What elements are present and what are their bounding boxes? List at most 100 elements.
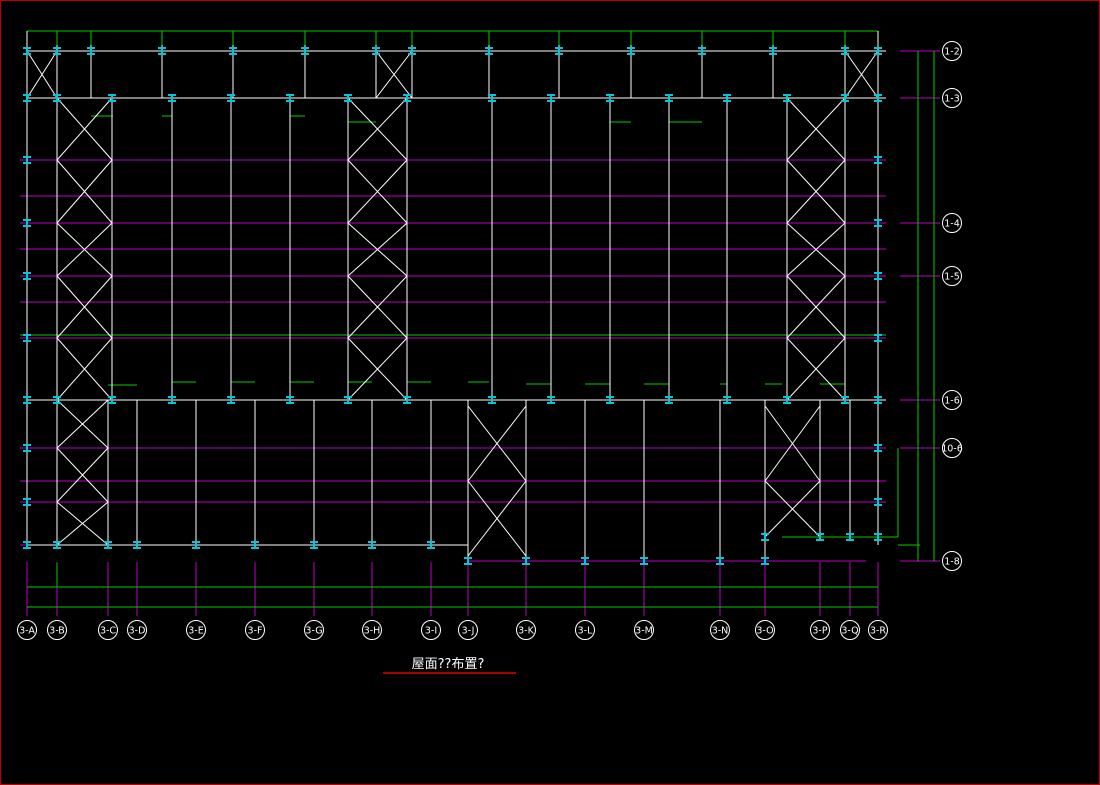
axis-bubble-circle [710,620,730,640]
column-mark [874,498,882,506]
bottom-axis-bubble: 3-Q [840,620,860,640]
axis-label: 3-J [462,626,475,637]
column-mark [23,541,31,549]
axis-bubble-circle [17,620,37,640]
column-mark [251,541,259,549]
column-mark [640,557,648,565]
axis-label: 3-P [812,626,827,637]
column-mark [108,94,116,102]
column-mark [286,396,294,404]
column-mark [874,156,882,164]
column-mark [874,533,882,541]
bracing-diagonal [467,405,527,482]
column-mark [874,444,882,452]
axis-bubble-circle [942,266,962,286]
column-mark [168,94,176,102]
column-mark [158,47,166,55]
axis-bubble-circle [942,438,962,458]
column-mark [403,94,411,102]
column-mark [723,94,731,102]
bracing-diagonal [56,337,113,401]
column-mark [665,94,673,102]
column-mark [723,396,731,404]
column-mark [368,541,376,549]
axis-label: 3-F [248,626,263,637]
axis-bubble-circle [942,390,962,410]
bracing-diagonal [56,97,113,161]
column-mark [816,533,824,541]
axis-label: 3-B [49,626,65,637]
axis-label: 3-M [635,626,653,637]
column-mark [874,94,882,102]
axis-bubble-circle [47,620,67,640]
axis-label: 3-R [870,626,886,637]
column-mark [547,94,555,102]
axis-bubble-circle [755,620,775,640]
axis-label: 3-E [188,626,203,637]
axis-label: 1-6 [944,396,960,407]
bracing-diagonal [786,337,846,401]
column-mark [665,396,673,404]
bracing-diagonal [786,222,846,277]
axis-label: 3-A [19,626,35,637]
bracing-diagonal [347,337,408,401]
bottom-axis-bubble: 3-R [868,620,888,640]
cross-bracing [26,50,879,557]
axis-bubble-circle [516,620,536,640]
right-axis-bubble: 1-3 [942,88,962,108]
column-mark [344,94,352,102]
right-axis-bubble: 1-2 [942,41,962,61]
bottom-axis-bubble: 3-J [458,620,478,640]
right-axis-bubble: 1-5 [942,266,962,286]
bracing-diagonal [56,501,109,546]
bracing-diagonal [764,405,821,482]
column-mark [23,396,31,404]
axis-bubble-circle [840,620,860,640]
bracing-diagonal [56,399,109,449]
axis-bubble-circle [421,620,441,640]
bracing-diagonal [56,222,113,277]
bottom-axis-bubble: 3-G [304,620,324,640]
bracing-diagonal [347,275,408,339]
column-mark [23,156,31,164]
bracing-diagonal [764,480,821,538]
bottom-axis-bubble: 3-I [421,620,441,640]
bracing-diagonal [56,447,109,503]
column-mark [227,94,235,102]
bottom-axis-bubble: 3-D [127,620,147,640]
column-mark [488,94,496,102]
column-mark [53,396,61,404]
bottom-axis-bubble: 3-A [17,620,37,640]
axis-label: 3-H [364,626,381,637]
axis-bubble-circle [304,620,324,640]
axis-label: 3-Q [841,626,858,637]
bracing-diagonal [375,50,413,99]
column-mark [627,47,635,55]
column-mark [485,47,493,55]
bottom-axis-bubble: 3-B [47,620,67,640]
axis-bubble-circle [245,620,265,640]
column-mark [841,396,849,404]
axis-bubble-circle [942,88,962,108]
column-mark [874,219,882,227]
bottom-axis-bubble: 3-L [575,620,595,640]
column-mark [227,396,235,404]
right-axis-bubble: 10-6 [941,438,963,458]
axis-bubble-circle [634,620,654,640]
dimension-lines [20,30,935,608]
column-mark [841,94,849,102]
axis-bubble-circle [127,620,147,640]
column-mark [286,94,294,102]
column-mark [555,47,563,55]
bracing-diagonal [56,159,113,224]
bracing-diagonal [56,275,113,339]
bottom-axis-bubble: 3-K [516,620,536,640]
axis-label: 1-2 [944,47,960,58]
column-mark [841,47,849,55]
bracing-diagonal [844,50,879,99]
drawing-title: 屋面??布置? [412,657,485,672]
bottom-axis-bubble: 3-M [634,620,654,640]
column-mark [108,396,116,404]
